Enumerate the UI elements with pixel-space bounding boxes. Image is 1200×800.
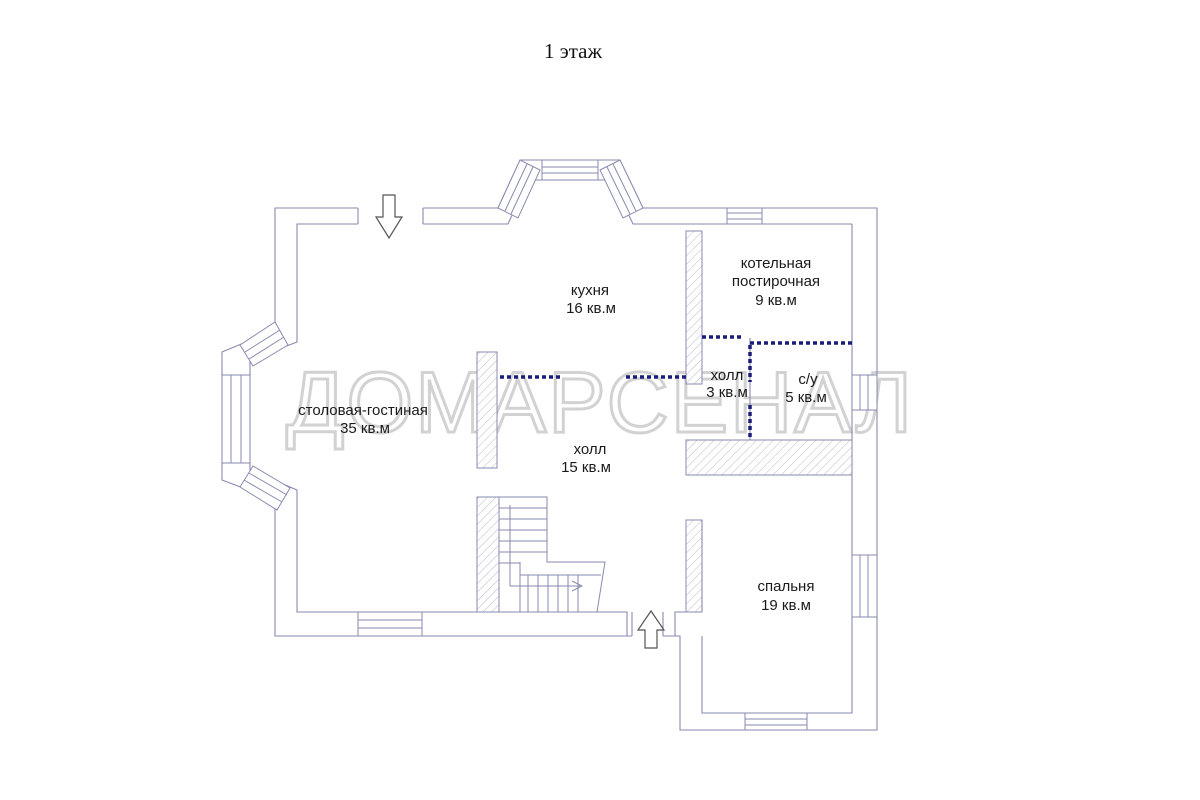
window-bay-left [497, 159, 541, 219]
room-boiler: котельная постирочная 9 кв.м [732, 255, 820, 309]
window-west-lower [239, 465, 291, 511]
window-east-bedroom [851, 554, 878, 618]
floor-title: 1 этаж [544, 39, 603, 63]
watermark-logo: ДОМАРСЕНАЛ [286, 355, 914, 451]
room-kitchen-area: 16 кв.м [566, 300, 616, 317]
window-bay-right [599, 159, 644, 219]
room-bedroom: спальня 19 кв.м [758, 578, 815, 614]
stair-wall [476, 496, 500, 613]
room-boiler-name-1: котельная [741, 255, 812, 272]
room-bedroom-name: спальня [758, 578, 815, 595]
window-boiler [726, 207, 763, 225]
room-hall-small-name: холл [711, 367, 744, 384]
wall-bedroom-north [685, 439, 853, 476]
window-west-upper [239, 321, 289, 367]
room-hall-main: холл 15 кв.м [561, 441, 611, 476]
entrance-arrow-south-icon [636, 609, 666, 649]
window-east-wc [851, 374, 878, 411]
room-dining-name: столовая-гостиная [298, 402, 428, 419]
room-hall-main-name: холл [574, 441, 607, 458]
wall-pier [476, 351, 498, 469]
interior-walls [476, 230, 853, 636]
room-hall-main-area: 15 кв.м [561, 459, 611, 476]
room-kitchen-name: кухня [571, 282, 609, 299]
room-wc-name: с/у [798, 371, 818, 388]
room-hall-small: холл 3 кв.м [706, 367, 748, 401]
window-west-center [221, 374, 251, 464]
windows [221, 159, 878, 731]
room-wc: с/у 5 кв.м [785, 371, 827, 406]
room-wc-area: 5 кв.м [785, 389, 827, 406]
room-boiler-name-2: постирочная [732, 273, 820, 290]
wall-kitchen-boiler [685, 230, 703, 385]
window-bay-center [541, 159, 599, 181]
staircase [476, 496, 606, 613]
window-south-dining [357, 611, 423, 637]
wall-bedroom-west [685, 519, 703, 613]
room-dining: столовая-гостиная 35 кв.м [298, 402, 428, 437]
entrance-arrow-north-icon [374, 194, 404, 240]
partitions [500, 335, 852, 440]
room-bedroom-area: 19 кв.м [761, 597, 811, 614]
room-hall-small-area: 3 кв.м [706, 384, 748, 401]
window-south-bedroom [744, 712, 808, 731]
room-dining-area: 35 кв.м [340, 420, 390, 437]
room-boiler-area: 9 кв.м [755, 292, 797, 309]
room-kitchen: кухня 16 кв.м [566, 282, 616, 317]
